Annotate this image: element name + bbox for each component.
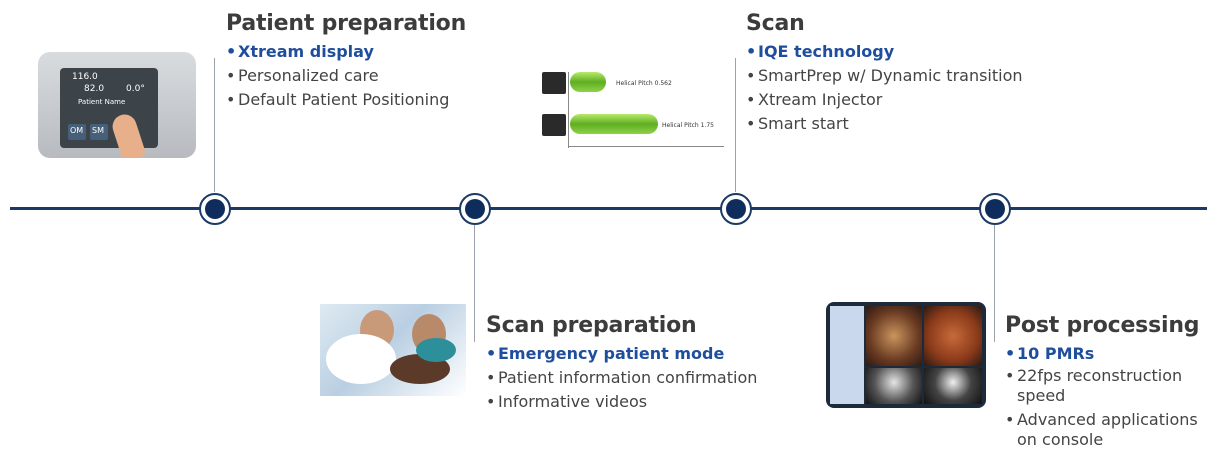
helical-pitch-image: Helical Pitch 0.562 Helical Pitch 1.75 bbox=[538, 62, 728, 152]
device-button-1 bbox=[68, 124, 86, 140]
volume-render-panel-2 bbox=[924, 306, 982, 366]
bullet-item: SmartPrep w/ Dynamic transition bbox=[746, 64, 1046, 88]
device-value-3: 0.0° bbox=[126, 84, 145, 94]
bullet-item: Patient information confirmation bbox=[486, 366, 786, 390]
stage-title: Scan bbox=[746, 11, 805, 36]
scanner-thumbnail-1 bbox=[542, 72, 566, 94]
vessel-panel-2 bbox=[924, 368, 982, 404]
device-screen: 116.0 82.0 0.0° Patient Name OM SM bbox=[60, 68, 158, 148]
bullet-list: Xtream display Personalized care Default… bbox=[226, 40, 526, 112]
pitch-label-1: Helical Pitch 0.562 bbox=[616, 80, 672, 87]
connector-scan bbox=[735, 58, 736, 192]
pitch-bar-2 bbox=[570, 114, 658, 134]
pitch-bar-1 bbox=[570, 72, 606, 92]
timeline-node-scan-preparation[interactable] bbox=[459, 193, 491, 225]
scanner-thumbnail-2 bbox=[542, 114, 566, 136]
bullet-list: IQE technology SmartPrep w/ Dynamic tran… bbox=[746, 40, 1046, 136]
device-value-2: 82.0 bbox=[84, 84, 105, 94]
stage-scan-preparation: Scan preparation Emergency patient mode … bbox=[486, 312, 786, 414]
bullet-item: 10 PMRs bbox=[1005, 342, 1201, 366]
bullet-item: Emergency patient mode bbox=[486, 342, 786, 366]
bullet-item: 22fps reconstruction speed bbox=[1005, 366, 1201, 406]
emergency-staff-photo bbox=[320, 304, 466, 396]
device-button-2 bbox=[90, 124, 108, 140]
stage-scan: Scan IQE technology SmartPrep w/ Dynamic… bbox=[746, 10, 1046, 136]
bullet-item: Xtream display bbox=[226, 40, 526, 64]
bullet-item: Smart start bbox=[746, 112, 1046, 136]
timeline-node-post-processing[interactable] bbox=[979, 193, 1011, 225]
stage-title: Scan preparation bbox=[486, 313, 697, 338]
post-processing-image bbox=[826, 302, 986, 408]
vessel-panel bbox=[866, 368, 922, 404]
pitch-axis-vertical bbox=[568, 72, 569, 148]
xtream-display-image: 116.0 82.0 0.0° Patient Name OM SM bbox=[38, 52, 196, 158]
stage-title: Post processing bbox=[1005, 313, 1200, 338]
bullet-item: Personalized care bbox=[226, 64, 526, 88]
device-button-2-label: SM bbox=[92, 126, 104, 135]
bullet-item: Advanced applications on console bbox=[1005, 410, 1201, 450]
timeline-axis bbox=[10, 207, 1207, 210]
connector-patient-preparation bbox=[214, 58, 215, 192]
connector-post-processing bbox=[994, 224, 995, 342]
stage-title: Patient preparation bbox=[226, 11, 467, 36]
pitch-label-2: Helical Pitch 1.75 bbox=[662, 122, 714, 129]
pitch-axis-horizontal bbox=[568, 146, 724, 147]
photo-figure-3 bbox=[326, 334, 396, 384]
photo-figure-5 bbox=[416, 338, 456, 362]
software-sidebar-panel bbox=[830, 306, 864, 404]
bullet-item: Informative videos bbox=[486, 390, 786, 414]
stage-post-processing: Post processing 10 PMRs 22fps reconstruc… bbox=[1005, 312, 1201, 454]
device-value-1: 116.0 bbox=[72, 72, 98, 82]
timeline-node-scan[interactable] bbox=[720, 193, 752, 225]
connector-scan-preparation bbox=[474, 224, 475, 342]
device-button-1-label: OM bbox=[70, 126, 84, 135]
stage-patient-preparation: Patient preparation Xtream display Perso… bbox=[226, 10, 526, 112]
device-name-label: Patient Name bbox=[78, 98, 126, 106]
bullet-list: Emergency patient mode Patient informati… bbox=[486, 342, 786, 414]
volume-render-panel bbox=[866, 306, 922, 366]
bullet-list: 10 PMRs 22fps reconstruction speed Advan… bbox=[1005, 342, 1201, 450]
timeline-node-patient-preparation[interactable] bbox=[199, 193, 231, 225]
bullet-item: IQE technology bbox=[746, 40, 1046, 64]
bullet-item: Xtream Injector bbox=[746, 88, 1046, 112]
bullet-item: Default Patient Positioning bbox=[226, 88, 526, 112]
